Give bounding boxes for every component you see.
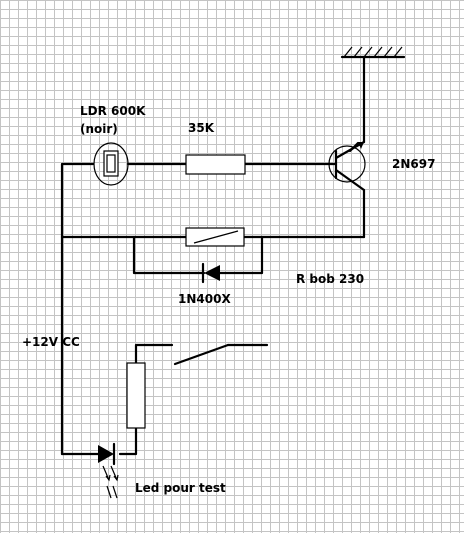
transistor-label: 2N697 — [392, 157, 435, 171]
led-label: Led pour test — [135, 481, 226, 495]
circuit-wires — [60, 55, 366, 456]
ldr-note-label: (noir) — [80, 122, 118, 136]
ground-symbol — [340, 46, 406, 59]
diode-label: 1N400X — [178, 292, 231, 306]
coil-label: R bob 230 — [296, 272, 364, 286]
resistor-label: 35K — [188, 121, 215, 135]
transistor-2n697-symbol — [328, 140, 366, 192]
relay-contact — [173, 343, 269, 366]
resistor-35k — [185, 154, 246, 175]
led-symbol — [98, 442, 119, 499]
relay-coil-symbol — [185, 227, 245, 247]
diode-1n400x-symbol — [194, 262, 220, 284]
ldr-label: LDR 600K — [80, 104, 146, 118]
supply-label: +12V CC — [22, 335, 80, 349]
relay-coil-vertical — [126, 362, 146, 429]
ldr-symbol — [93, 142, 129, 186]
